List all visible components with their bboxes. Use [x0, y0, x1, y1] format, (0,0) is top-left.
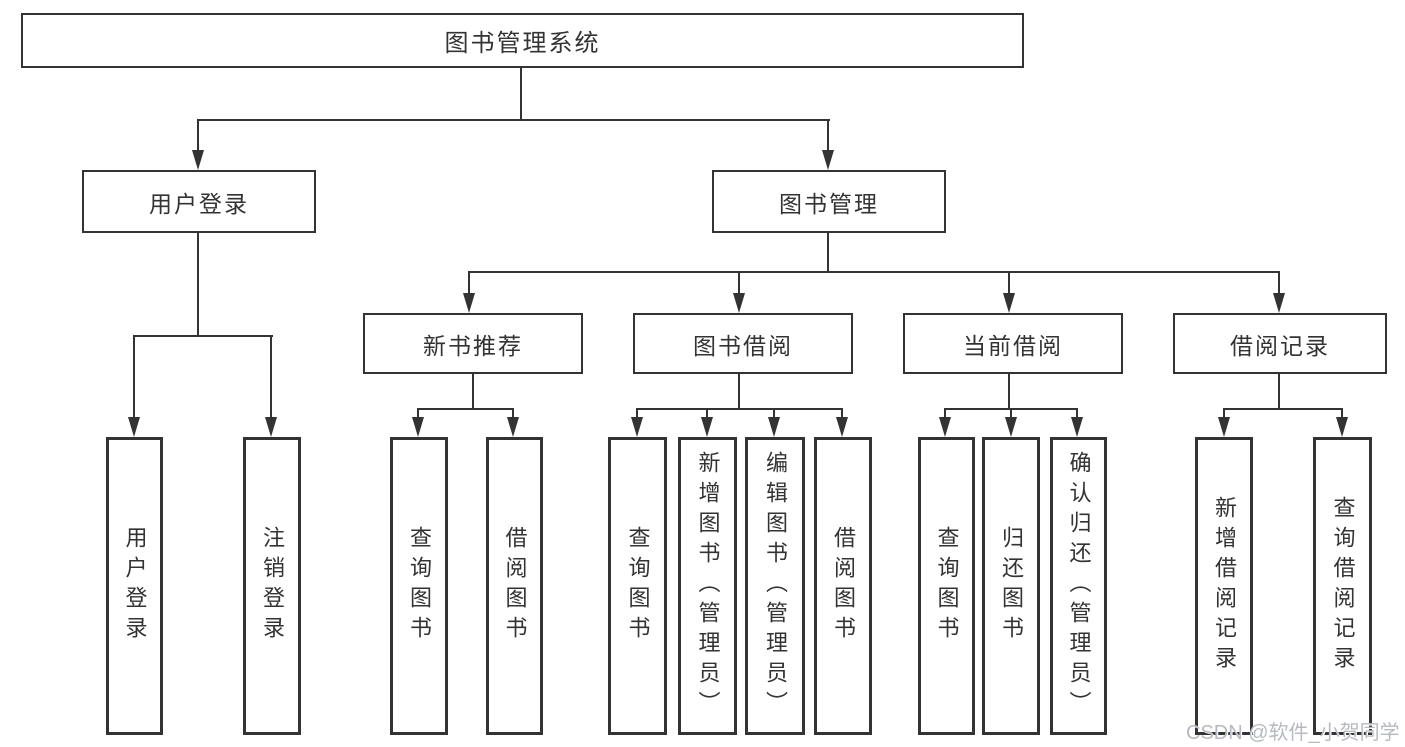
connector-line — [520, 68, 522, 120]
leaf-add-borrow-record: 新增借阅记录 — [1195, 437, 1253, 735]
leaf-label: 确认归还（管理员） — [1066, 451, 1092, 721]
leaf-label: 编辑图书（管理员） — [763, 451, 788, 721]
connector-line — [1278, 271, 1280, 297]
connector-line — [133, 335, 135, 421]
node-label: 当前借阅 — [963, 332, 1063, 359]
connector-line — [472, 374, 474, 410]
node-book-borrowing: 图书借阅 — [633, 313, 853, 374]
node-label: 新书推荐 — [423, 332, 523, 359]
leaf-edit-books-admin: 编辑图书（管理员） — [745, 437, 805, 735]
arrowhead-icon — [836, 417, 848, 437]
leaf-label: 查询借阅记录 — [1330, 496, 1356, 676]
node-label: 图书管理 — [779, 190, 879, 217]
connector-line — [1008, 374, 1010, 410]
leaf-return-books: 归还图书 — [982, 437, 1040, 735]
connector-line — [773, 408, 775, 422]
connector-line — [270, 335, 272, 421]
arrowhead-icon — [1273, 293, 1285, 313]
connector-line — [827, 119, 829, 153]
watermark-text: CSDN @软件_小贺同学 — [1186, 722, 1400, 744]
node-new-book-recommendation: 新书推荐 — [363, 313, 583, 374]
arrowhead-icon — [463, 293, 475, 313]
connector-line — [738, 374, 740, 410]
arrowhead-icon — [768, 417, 780, 437]
arrowhead-icon — [1005, 417, 1017, 437]
leaf-query-borrow-record: 查询借阅记录 — [1313, 437, 1372, 735]
connector-line — [636, 408, 638, 422]
connector-line — [512, 408, 514, 422]
leaf-label: 查询图书 — [625, 526, 651, 646]
leaf-label: 借阅图书 — [831, 526, 856, 646]
connector-line — [944, 408, 946, 422]
leaf-borrow-books: 借阅图书 — [814, 437, 872, 735]
leaf-user-login: 用户登录 — [106, 437, 163, 735]
leaf-label: 归还图书 — [999, 526, 1024, 646]
leaf-label: 新增图书（管理员） — [695, 451, 721, 721]
connector-line — [706, 408, 708, 422]
arrowhead-icon — [507, 417, 519, 437]
leaf-label: 查询图书 — [934, 526, 960, 646]
node-label: 图书管理系统 — [444, 30, 601, 57]
connector-line — [1278, 374, 1280, 410]
node-label: 图书借阅 — [693, 332, 793, 359]
leaf-query-books-borrow: 查询图书 — [608, 437, 667, 735]
connector-line — [417, 408, 514, 410]
connector-line — [417, 408, 419, 422]
arrowhead-icon — [939, 417, 951, 437]
arrowhead-icon — [412, 417, 424, 437]
node-current-borrowing: 当前借阅 — [903, 313, 1123, 374]
connector-line — [1223, 408, 1225, 422]
connector-line — [468, 271, 470, 297]
arrowhead-icon — [822, 150, 834, 170]
connector-line — [636, 408, 842, 410]
node-user-login: 用户登录 — [82, 170, 316, 233]
arrowhead-icon — [701, 417, 713, 437]
connector-line — [1223, 408, 1343, 410]
leaf-query-books-recommend: 查询图书 — [390, 437, 448, 735]
connector-line — [1076, 408, 1078, 422]
arrowhead-icon — [733, 293, 745, 313]
connector-line — [1341, 408, 1343, 422]
leaf-label: 用户登录 — [122, 526, 148, 646]
connector-line — [469, 271, 1280, 273]
connector-line — [841, 408, 843, 422]
connector-line — [827, 233, 829, 273]
arrowhead-icon — [192, 150, 204, 170]
leaf-label: 注销登录 — [260, 526, 285, 646]
connector-line — [197, 119, 830, 121]
leaf-label: 查询图书 — [407, 526, 432, 646]
connector-line — [1010, 408, 1012, 422]
node-label: 用户登录 — [149, 190, 249, 217]
connector-line — [133, 335, 273, 337]
connector-line — [197, 233, 199, 337]
leaf-label: 借阅图书 — [502, 526, 528, 646]
leaf-confirm-return-admin: 确认归还（管理员） — [1050, 437, 1107, 735]
node-book-management: 图书管理 — [712, 170, 946, 233]
arrowhead-icon — [631, 417, 643, 437]
arrowhead-icon — [1218, 417, 1230, 437]
node-borrowing-records: 借阅记录 — [1173, 313, 1387, 374]
leaf-label: 新增借阅记录 — [1212, 496, 1237, 676]
node-label: 借阅记录 — [1230, 332, 1330, 359]
leaf-logout: 注销登录 — [243, 437, 301, 735]
connector-line — [738, 271, 740, 297]
arrowhead-icon — [265, 417, 277, 437]
arrowhead-icon — [128, 417, 140, 437]
connector-line — [197, 119, 199, 153]
leaf-borrow-books-recommend: 借阅图书 — [486, 437, 543, 735]
arrowhead-icon — [1071, 417, 1083, 437]
arrowhead-icon — [1003, 293, 1015, 313]
connector-line — [1008, 271, 1010, 297]
leaf-add-books-admin: 新增图书（管理员） — [678, 437, 737, 735]
arrowhead-icon — [1336, 417, 1348, 437]
leaf-query-books-current: 查询图书 — [918, 437, 975, 735]
node-library-management-system: 图书管理系统 — [21, 13, 1024, 68]
